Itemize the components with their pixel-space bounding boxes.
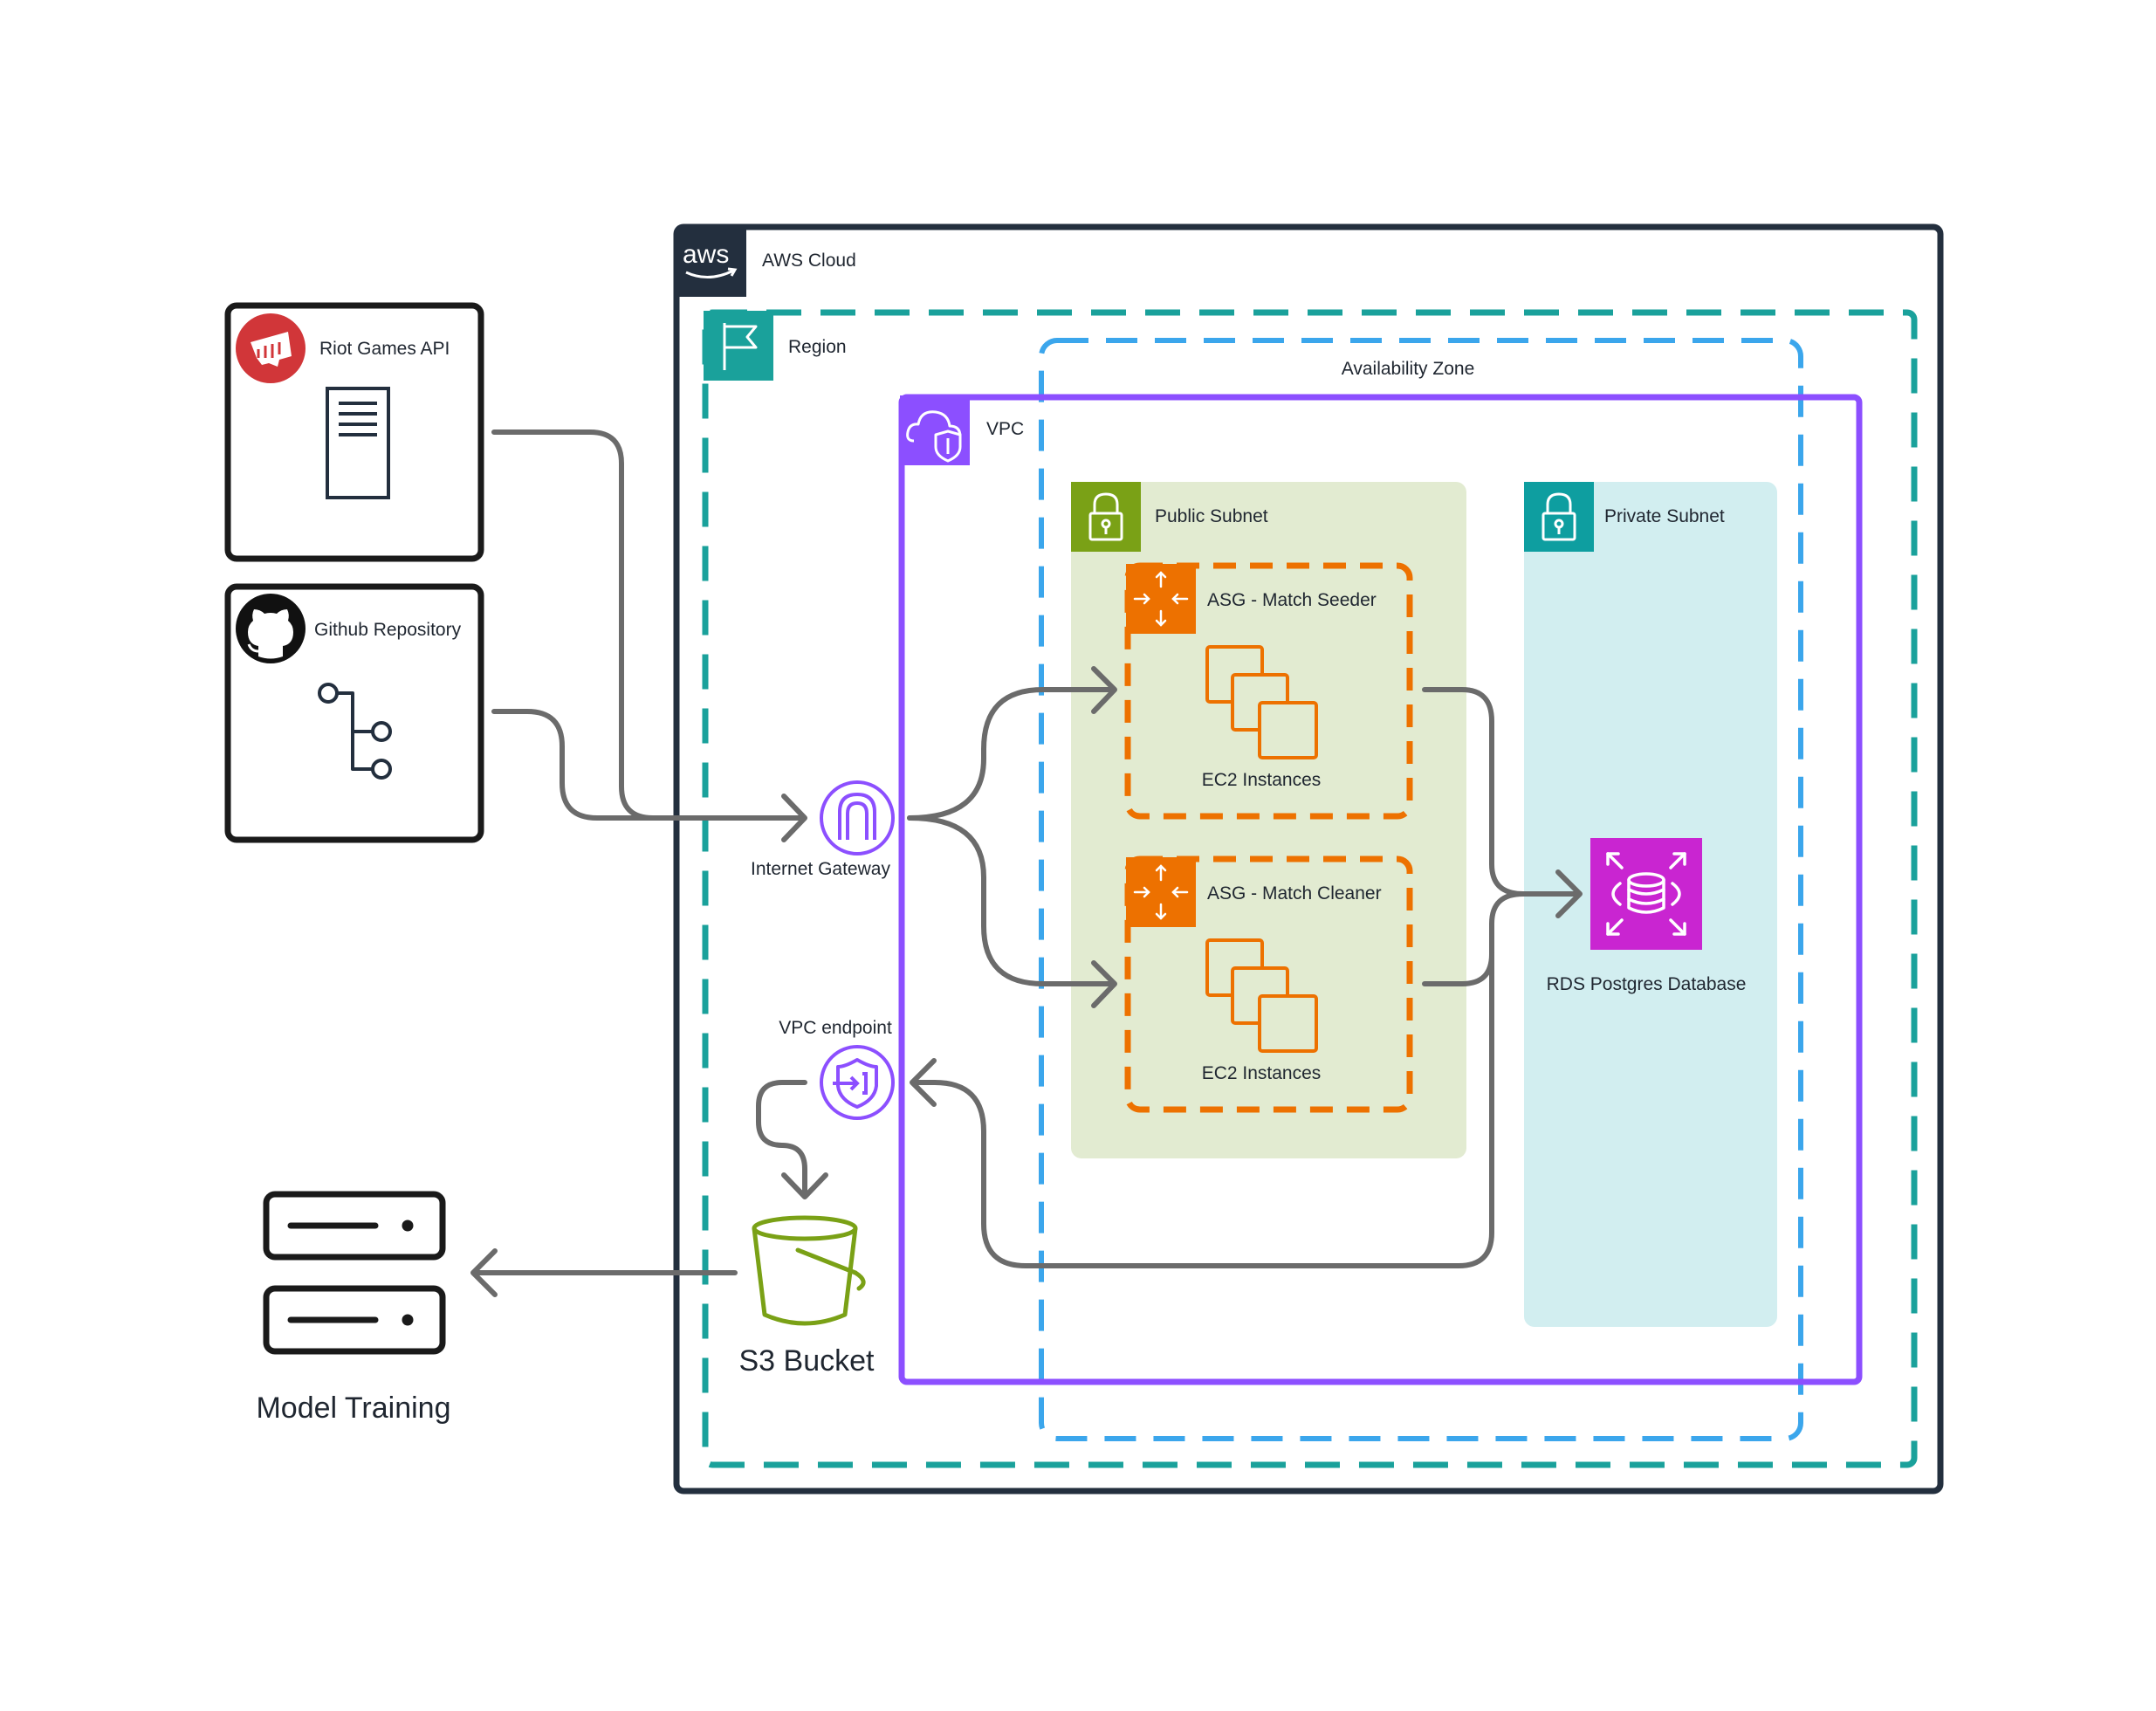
connector-igw-to-seeder bbox=[907, 687, 1115, 821]
riot-games-api-label: Riot Games API bbox=[319, 339, 450, 359]
availability-zone-label: Availability Zone bbox=[1342, 359, 1475, 379]
connector-rds-to-vpc-endpoint bbox=[912, 952, 1494, 1268]
arrowhead-rds bbox=[1555, 869, 1583, 918]
private-subnet-lock-icon bbox=[1524, 482, 1594, 552]
ec2-seeder-instances-icon bbox=[1205, 645, 1318, 759]
asg-seeder-scaling-icon bbox=[1126, 564, 1196, 634]
s3-bucket-label: S3 Bucket bbox=[739, 1344, 875, 1378]
riot-games-logo-icon bbox=[236, 313, 306, 383]
arrowhead-seeder bbox=[1091, 666, 1117, 714]
region-label: Region bbox=[788, 337, 847, 357]
connector-vpc-endpoint-to-s3 bbox=[756, 1080, 807, 1195]
connector-igw-to-cleaner bbox=[907, 815, 1115, 986]
rds-database-icon bbox=[1590, 838, 1702, 950]
rds-database: RDS Postgres Database bbox=[1547, 838, 1747, 994]
asg-match-seeder-group: ASG - Match Seeder EC2 Instances bbox=[1124, 562, 1413, 820]
vpc-endpoint-label: VPC endpoint bbox=[779, 1018, 892, 1038]
availability-zone-group: Availability Zone bbox=[1039, 338, 1803, 1441]
vpc-group: VPC bbox=[898, 394, 1863, 1385]
region-flag-icon bbox=[704, 311, 773, 381]
vpc-cloud-icon bbox=[900, 395, 970, 465]
model-training-servers-icon bbox=[263, 1191, 446, 1355]
s3-bucket-icon bbox=[752, 1215, 866, 1326]
asg-cleaner-label: ASG - Match Cleaner bbox=[1207, 883, 1382, 904]
riot-games-api-node: Riot Games API bbox=[224, 302, 484, 562]
connector-cleaner-to-rds bbox=[1422, 891, 1579, 986]
ec2-seeder-label: EC2 Instances bbox=[1202, 770, 1322, 790]
server-document-icon bbox=[326, 387, 390, 499]
internet-gateway-label: Internet Gateway bbox=[751, 859, 890, 879]
arrowhead-vpc-endpoint bbox=[910, 1058, 937, 1107]
asg-match-cleaner-group: ASG - Match Cleaner EC2 Instances bbox=[1124, 856, 1413, 1113]
arrowhead-model-training bbox=[470, 1248, 498, 1297]
ec2-cleaner-label: EC2 Instances bbox=[1202, 1063, 1322, 1083]
model-training-label: Model Training bbox=[256, 1391, 450, 1425]
aws-cloud-group: aws AWS Cloud bbox=[673, 223, 1944, 1495]
vpc-endpoint: VPC endpoint bbox=[779, 1018, 895, 1120]
region-group: Region bbox=[702, 309, 1918, 1468]
internet-gateway: Internet Gateway bbox=[751, 780, 895, 879]
connector-seeder-to-rds bbox=[1422, 687, 1579, 897]
vpc-endpoint-icon bbox=[820, 1045, 895, 1120]
connector-github-to-igw bbox=[491, 709, 804, 821]
arrowhead-s3 bbox=[781, 1172, 828, 1199]
internet-gateway-icon bbox=[820, 780, 895, 856]
s3-bucket: S3 Bucket bbox=[739, 1215, 875, 1378]
asg-seeder-label: ASG - Match Seeder bbox=[1207, 590, 1377, 610]
public-subnet-lock-icon bbox=[1071, 482, 1141, 552]
svg-text:aws: aws bbox=[683, 240, 729, 269]
ec2-cleaner-instances-icon bbox=[1205, 938, 1318, 1053]
arrowhead-igw bbox=[781, 794, 807, 842]
aws-logo-icon: aws bbox=[676, 227, 746, 297]
rds-label: RDS Postgres Database bbox=[1547, 974, 1747, 994]
github-logo-icon bbox=[236, 594, 306, 663]
public-subnet-label: Public Subnet bbox=[1155, 506, 1268, 526]
model-training-node: Model Training bbox=[256, 1191, 451, 1425]
private-subnet-label: Private Subnet bbox=[1604, 506, 1725, 526]
git-branch-icon bbox=[318, 683, 392, 780]
github-repository-label: Github Repository bbox=[314, 620, 462, 640]
asg-cleaner-scaling-icon bbox=[1126, 857, 1196, 927]
connector-riot-to-igw bbox=[491, 429, 804, 821]
github-repository-node: Github Repository bbox=[224, 583, 484, 843]
connectors bbox=[470, 429, 1583, 1297]
aws-cloud-label: AWS Cloud bbox=[762, 251, 856, 271]
arrowhead-cleaner bbox=[1091, 960, 1117, 1008]
public-subnet-group: Public Subnet bbox=[1071, 482, 1466, 1158]
vpc-label: VPC bbox=[986, 419, 1024, 439]
